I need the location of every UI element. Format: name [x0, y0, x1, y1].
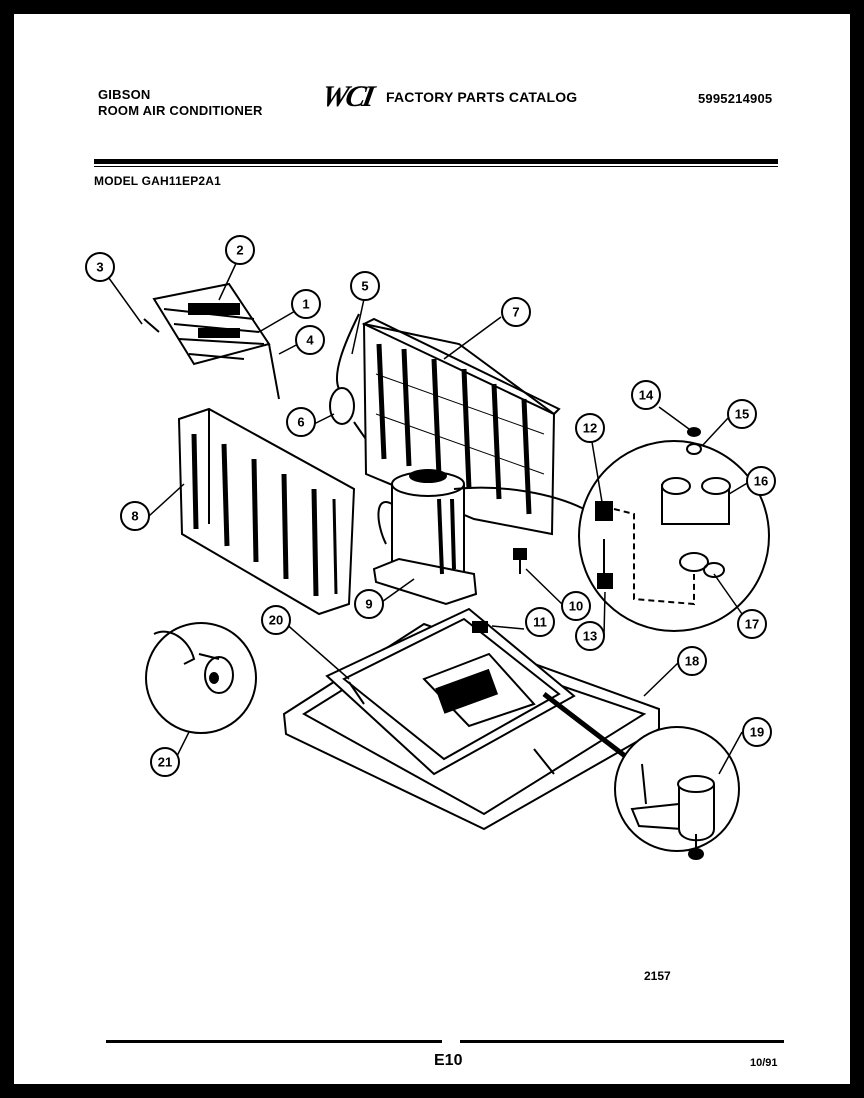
base-pan-part	[282, 607, 660, 831]
svg-text:19: 19	[750, 725, 764, 740]
svg-text:8: 8	[131, 509, 138, 524]
catalog-title: FACTORY PARTS CATALOG	[386, 89, 578, 105]
callout-9: 9	[354, 589, 384, 619]
callout-8: 8	[120, 501, 150, 531]
callout-21: 21	[150, 747, 180, 777]
brand-block: GIBSON ROOM AIR CONDITIONER	[98, 87, 263, 119]
callout-5: 5	[350, 271, 380, 301]
callout-2: 2	[225, 235, 255, 265]
callout-12: 12	[575, 413, 605, 443]
svg-text:13: 13	[583, 629, 597, 644]
svg-text:9: 9	[365, 597, 372, 612]
svg-text:14: 14	[639, 388, 654, 403]
callout-7: 7	[501, 297, 531, 327]
catalog-page: GIBSON ROOM AIR CONDITIONER WCI FACTORY …	[14, 14, 850, 1084]
callout-3: 3	[85, 252, 115, 282]
damper-motor-detail	[614, 726, 740, 860]
svg-text:12: 12	[583, 421, 597, 436]
footer-rule-right	[460, 1040, 784, 1043]
callout-10: 10	[561, 591, 591, 621]
svg-text:6: 6	[297, 415, 304, 430]
brand-name: GIBSON	[98, 87, 151, 102]
catalog-part-number: 5995214905	[698, 91, 773, 106]
callout-13: 13	[575, 621, 605, 651]
svg-text:15: 15	[735, 407, 749, 422]
drawing-number: 2157	[644, 969, 671, 983]
svg-text:21: 21	[158, 755, 172, 770]
svg-text:20: 20	[269, 613, 283, 628]
service-valve-detail	[578, 427, 770, 632]
svg-text:2: 2	[236, 243, 243, 258]
callout-1: 1	[291, 289, 321, 319]
svg-text:11: 11	[533, 615, 547, 630]
callout-4: 4	[295, 325, 325, 355]
compressor-part	[372, 469, 585, 606]
control-bracket-part	[143, 282, 280, 400]
svg-text:4: 4	[306, 333, 314, 348]
page-code: E10	[434, 1052, 463, 1069]
leader-lines	[105, 256, 750, 775]
evaporator-coil-part	[177, 407, 356, 616]
callout-15: 15	[727, 399, 757, 429]
callout-17: 17	[737, 609, 767, 639]
callout-11: 11	[525, 607, 555, 637]
clamp-detail	[145, 622, 257, 734]
callout-16: 16	[746, 466, 776, 496]
svg-text:1: 1	[302, 297, 309, 312]
header-rule	[94, 159, 778, 164]
svg-text:7: 7	[512, 305, 519, 320]
exploded-parts-diagram: 1 2 3 4 5 6 7 8 9 10 11 12 13 14 15 16 1…	[85, 235, 776, 860]
revision-date: 10/91	[750, 1057, 778, 1069]
svg-text:5: 5	[361, 279, 368, 294]
callout-6: 6	[286, 407, 316, 437]
callout-14: 14	[631, 380, 661, 410]
svg-text:3: 3	[96, 260, 103, 275]
model-number: MODEL GAH11EP2A1	[94, 174, 222, 188]
svg-text:16: 16	[754, 474, 768, 489]
header-rule-thin	[94, 166, 778, 167]
callout-19: 19	[742, 717, 772, 747]
callout-18: 18	[677, 646, 707, 676]
product-type: ROOM AIR CONDITIONER	[98, 103, 263, 118]
grommet-part	[513, 548, 527, 574]
footer-rule-left	[106, 1040, 442, 1043]
svg-text:17: 17	[745, 617, 759, 632]
svg-text:10: 10	[569, 599, 583, 614]
callout-20: 20	[261, 605, 291, 635]
svg-text:18: 18	[685, 654, 699, 669]
